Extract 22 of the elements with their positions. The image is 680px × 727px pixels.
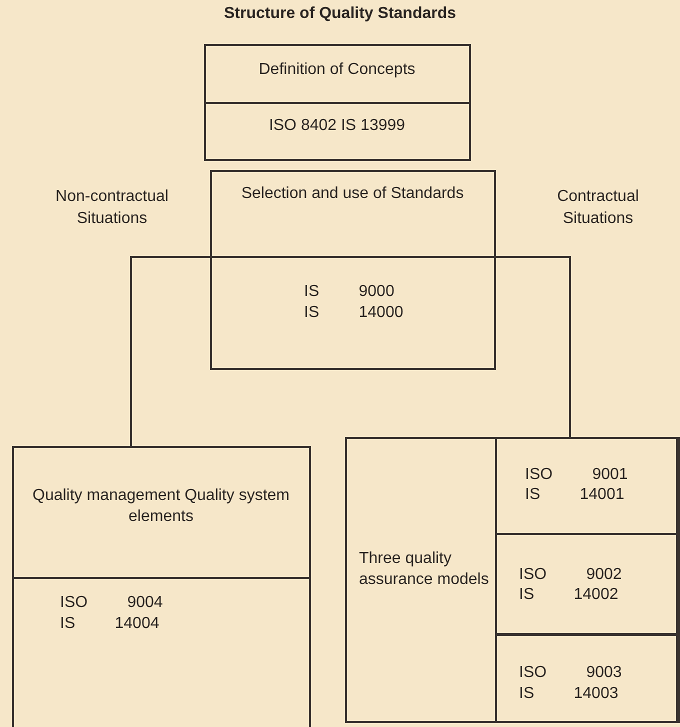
- connector-line: [130, 256, 210, 446]
- side-label: Contractual Situations: [556, 187, 640, 229]
- connector-line: [496, 256, 571, 437]
- box: [345, 437, 678, 723]
- box: [495, 633, 680, 722]
- standard-numbers: ISO 9002 IS 14002: [519, 564, 623, 606]
- standard-numbers: IS 9000 IS 14000: [304, 282, 404, 323]
- box-text: Quality management Quality system elements: [32, 486, 290, 527]
- box-text: Selection and use of Standards: [240, 184, 465, 204]
- diagram-title: Structure of Quality Standards: [222, 5, 458, 23]
- box-text: Three quality assurance models: [359, 549, 489, 590]
- box-text: ISO 8402 IS 13999: [268, 116, 406, 136]
- box: [204, 44, 471, 161]
- box: [495, 532, 680, 636]
- box: [12, 446, 311, 727]
- standard-numbers: ISO 9004 IS 14004: [60, 593, 164, 634]
- box-text: Definition of Concepts: [258, 60, 416, 80]
- side-label: Non-contractual Situations: [54, 187, 170, 229]
- standard-numbers: ISO 9003 IS 14003: [519, 663, 623, 704]
- standard-numbers: ISO 9001 IS 14001: [525, 464, 629, 506]
- box: [210, 170, 496, 370]
- box: [495, 436, 680, 535]
